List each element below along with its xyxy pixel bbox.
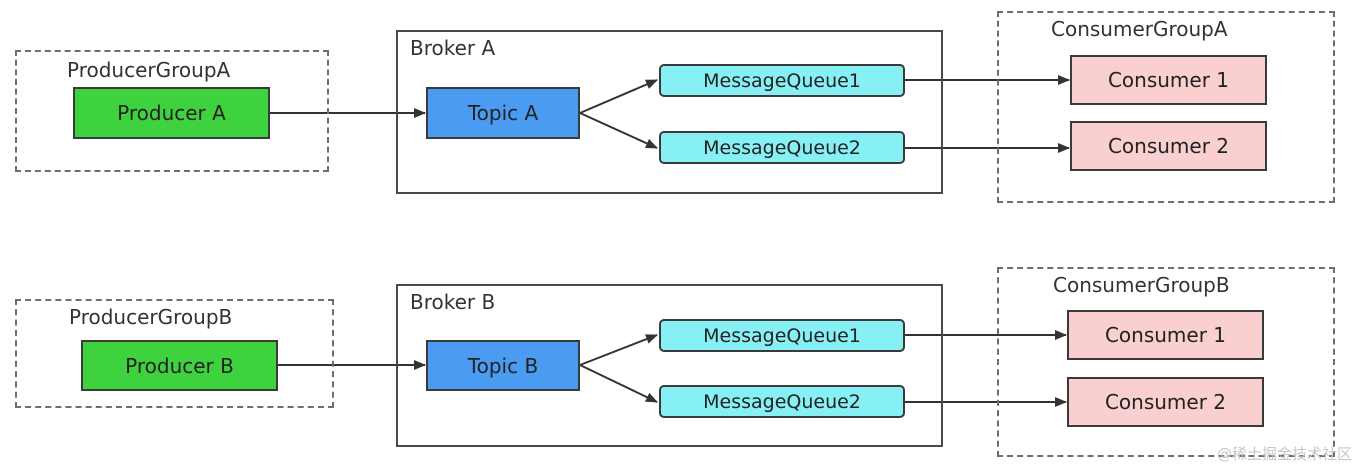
- consumer-2-b: Consumer 2: [1067, 377, 1264, 427]
- consumer-group-a-label: ConsumerGroupA: [1051, 17, 1228, 41]
- arrow-topic-a-to-queue1: [579, 79, 658, 114]
- message-queue-1-a: MessageQueue1: [659, 64, 905, 97]
- message-queue-1-b: MessageQueue1: [659, 319, 905, 352]
- broker-a-box: Broker A: [396, 30, 943, 194]
- topic-b: Topic B: [426, 340, 580, 391]
- message-queue-2-a: MessageQueue2: [659, 131, 905, 164]
- producer-group-b-label: ProducerGroupB: [69, 305, 233, 329]
- broker-b-label: Broker B: [410, 290, 496, 314]
- arrow-topic-b-to-queue1: [579, 334, 658, 366]
- watermark: @稀土掘金技术社区: [1216, 445, 1352, 463]
- producer-group-a-box: ProducerGroupA: [15, 50, 329, 172]
- consumer-1-b: Consumer 1: [1067, 310, 1264, 360]
- consumer-2-a: Consumer 2: [1070, 121, 1267, 171]
- message-queue-2-b: MessageQueue2: [659, 385, 905, 418]
- topic-a: Topic A: [426, 87, 580, 139]
- consumer-group-b-label: ConsumerGroupB: [1053, 273, 1230, 297]
- consumer-group-b-box: ConsumerGroupB: [997, 267, 1335, 457]
- broker-a-label: Broker A: [410, 36, 496, 60]
- producer-a: Producer A: [73, 87, 270, 139]
- producer-group-a-label: ProducerGroupA: [67, 58, 231, 82]
- consumer-1-a: Consumer 1: [1070, 55, 1267, 105]
- producer-group-b-box: ProducerGroupB: [15, 299, 334, 408]
- consumer-group-a-box: ConsumerGroupA: [997, 11, 1335, 203]
- broker-b-box: Broker B: [396, 284, 943, 447]
- arrow-topic-b-to-queue2: [579, 364, 658, 403]
- arrow-topic-a-to-queue2: [579, 112, 658, 149]
- producer-b: Producer B: [81, 340, 278, 391]
